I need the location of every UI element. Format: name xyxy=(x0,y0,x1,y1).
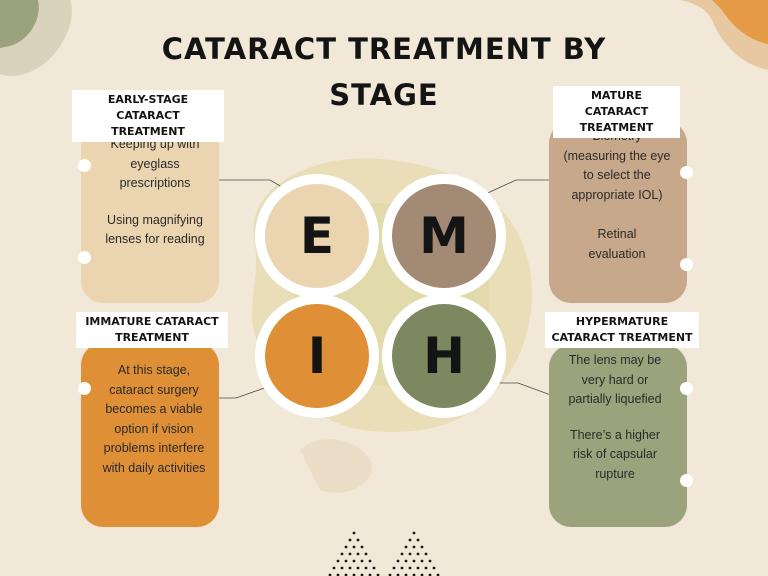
circle-m: M xyxy=(392,184,496,288)
pattern-dot xyxy=(412,545,416,549)
hypermature-stage-label: HYPERMATURE CATARACT TREATMENT xyxy=(545,312,699,348)
pattern-dot xyxy=(404,573,408,576)
mature-bullet-2 xyxy=(680,258,693,271)
pattern-dot xyxy=(352,559,356,563)
pattern-dot xyxy=(428,573,432,576)
pattern-dot xyxy=(424,552,428,556)
hypermature-bullet-1 xyxy=(680,382,693,395)
pattern-dot xyxy=(352,573,356,576)
immature-bullet-1 xyxy=(78,382,91,395)
pattern-dot xyxy=(340,566,344,570)
pattern-dot xyxy=(376,573,380,576)
pattern-dot xyxy=(412,573,416,576)
pattern-dot xyxy=(336,573,340,576)
pattern-dot xyxy=(424,566,428,570)
pattern-dot xyxy=(404,559,408,563)
pattern-dot xyxy=(428,559,432,563)
pattern-dot xyxy=(404,545,408,549)
pattern-dot xyxy=(368,573,372,576)
circle-i: I xyxy=(265,304,369,408)
pattern-dot xyxy=(412,531,416,535)
hypermature-bullet-2 xyxy=(680,474,693,487)
pattern-dot xyxy=(400,566,404,570)
immature-item-1: At this stage, cataract surgery becomes … xyxy=(102,363,206,475)
pattern-dot xyxy=(396,573,400,576)
early-item-2: Using magnifying lenses for reading xyxy=(105,212,205,247)
pattern-dot xyxy=(364,552,368,556)
letter-i: I xyxy=(307,327,327,385)
pattern-dot xyxy=(392,566,396,570)
pattern-dot xyxy=(416,552,420,556)
letter-m: M xyxy=(419,207,469,265)
early-stage-label: EARLY-STAGE CATARACT TREATMENT xyxy=(72,90,224,142)
ring-gap-horizontal xyxy=(240,287,530,295)
pattern-dot xyxy=(336,559,340,563)
pattern-dot xyxy=(364,566,368,570)
pattern-dot xyxy=(344,545,348,549)
pattern-dot xyxy=(352,531,356,535)
pattern-dot xyxy=(412,559,416,563)
page-title: CATARACT TREATMENT BY STAGE xyxy=(161,32,607,112)
early-bullet-1 xyxy=(78,159,91,172)
immature-stage-label: IMMATURE CATARACT TREATMENT xyxy=(76,312,228,348)
hypermature-stage-card: The lens may be very hard or partially l… xyxy=(549,345,687,527)
pattern-dot xyxy=(408,552,412,556)
mature-item-2: Retinal evaluation xyxy=(588,227,646,261)
pattern-dot xyxy=(408,566,412,570)
pattern-dot xyxy=(348,538,352,542)
pattern-dot xyxy=(340,552,344,556)
circle-e: E xyxy=(265,184,369,288)
pattern-dot xyxy=(348,566,352,570)
pattern-dot xyxy=(388,573,392,576)
pattern-dot xyxy=(420,559,424,563)
immature-stage-card: At this stage, cataract surgery becomes … xyxy=(81,343,219,527)
pattern-dot xyxy=(400,552,404,556)
pattern-dot xyxy=(396,559,400,563)
pattern-dot xyxy=(368,559,372,563)
pattern-dot xyxy=(360,559,364,563)
pattern-dot xyxy=(356,552,360,556)
pattern-dot xyxy=(420,545,424,549)
pattern-dot xyxy=(416,566,420,570)
letter-e: E xyxy=(299,207,335,265)
pattern-dot xyxy=(420,573,424,576)
bottom-left-blob xyxy=(300,439,372,493)
early-stage-card: Keeping up with eyeglass prescriptions U… xyxy=(81,121,219,303)
pattern-dot xyxy=(372,566,376,570)
pattern-dot xyxy=(348,552,352,556)
top-right-blob-inner xyxy=(712,0,768,44)
mature-stage-label: MATURE CATARACT TREATMENT xyxy=(553,86,680,138)
pattern-dot xyxy=(344,559,348,563)
mature-stage-card: Biometry (measuring the eye to select th… xyxy=(549,121,687,303)
early-item-1: Keeping up with eyeglass prescriptions xyxy=(110,137,200,190)
hypermature-item-2: There’s a higher risk of capsular ruptur… xyxy=(569,427,661,481)
dot-pattern-decoration xyxy=(328,531,440,576)
circle-h: H xyxy=(392,304,496,408)
letter-h: H xyxy=(423,327,465,385)
pattern-dot xyxy=(432,566,436,570)
early-bullet-2 xyxy=(78,251,91,264)
top-left-blob-inner xyxy=(0,0,39,48)
pattern-dot xyxy=(408,538,412,542)
pattern-dot xyxy=(436,573,440,576)
mature-item-1: Biometry (measuring the eye to select th… xyxy=(563,129,671,202)
pattern-dot xyxy=(416,538,420,542)
pattern-dot xyxy=(332,566,336,570)
pattern-dot xyxy=(356,538,360,542)
pattern-dot xyxy=(360,545,364,549)
pattern-dot xyxy=(344,573,348,576)
mature-bullet-1 xyxy=(680,166,693,179)
pattern-dot xyxy=(360,573,364,576)
pattern-dot xyxy=(356,566,360,570)
hypermature-item-1: The lens may be very hard or partially l… xyxy=(568,353,662,406)
pattern-dot xyxy=(352,545,356,549)
pattern-dot xyxy=(328,573,332,576)
